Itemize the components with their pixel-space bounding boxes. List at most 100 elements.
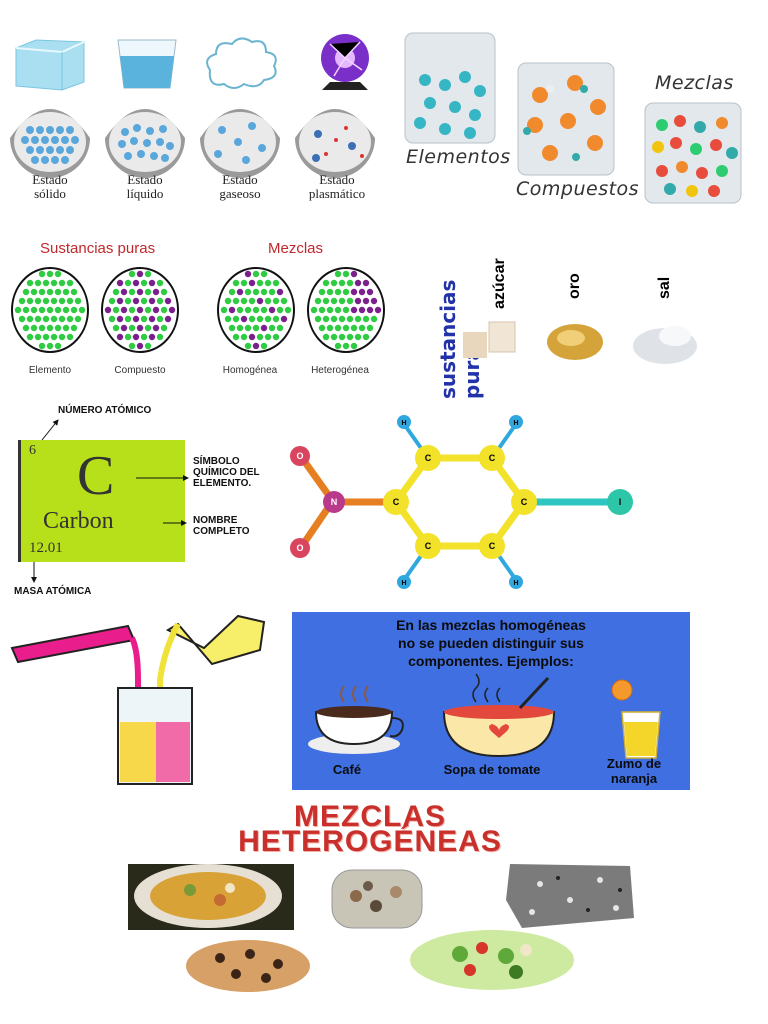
particle <box>334 306 342 314</box>
particle <box>322 297 330 305</box>
particle <box>62 324 70 332</box>
particle <box>232 297 240 305</box>
particle <box>18 315 26 323</box>
atom-C6: C <box>415 533 441 559</box>
particle <box>248 315 256 323</box>
particle <box>330 279 338 287</box>
particle <box>70 288 78 296</box>
particle <box>70 324 78 332</box>
particle <box>144 288 152 296</box>
particle <box>276 306 284 314</box>
particle <box>148 333 156 341</box>
particle <box>46 270 54 278</box>
atom-C2: C <box>415 445 441 471</box>
circle-homogenea <box>217 267 295 353</box>
particle <box>34 297 42 305</box>
particle <box>160 288 168 296</box>
particle <box>34 315 42 323</box>
particle <box>366 324 374 332</box>
soup-bowl-icon <box>442 673 556 758</box>
heading-sustancias-puras: Sustancias puras <box>40 240 156 257</box>
particle <box>260 306 268 314</box>
label-heterogenea: Heterogénea <box>311 365 369 376</box>
particle <box>362 297 370 305</box>
particle <box>370 315 378 323</box>
particle <box>256 333 264 341</box>
label-sopa: Sopa de tomate <box>443 762 541 777</box>
state-label-plasma: Estado plasmático <box>308 172 366 201</box>
heading-mezclas: Mezclas <box>268 240 324 257</box>
particle <box>330 315 338 323</box>
salt-pile-icon <box>633 326 697 364</box>
particle <box>228 288 236 296</box>
salad-photo <box>410 930 574 990</box>
particle <box>116 315 124 323</box>
particle <box>30 306 38 314</box>
particle <box>244 324 252 332</box>
particle <box>322 279 330 287</box>
particle <box>346 315 354 323</box>
particle <box>338 297 346 305</box>
heterogeneous-title-1: MEZCLAS <box>294 800 446 833</box>
particle <box>350 270 358 278</box>
particle <box>46 342 54 350</box>
heterogeneous-title-2: HETEROGÉNEAS <box>238 825 502 858</box>
particle <box>156 297 164 305</box>
particle <box>350 288 358 296</box>
particle <box>232 315 240 323</box>
atom-H2: H <box>509 415 523 429</box>
particle <box>46 306 54 314</box>
particle <box>54 342 62 350</box>
particle <box>252 270 260 278</box>
particle <box>42 333 50 341</box>
particle <box>116 279 124 287</box>
particle <box>232 333 240 341</box>
heterogeneous-images <box>120 860 650 1000</box>
label-name: NOMBRE COMPLETO <box>193 515 250 537</box>
particle <box>354 333 362 341</box>
particle <box>160 324 168 332</box>
particle <box>66 297 74 305</box>
particle <box>342 306 350 314</box>
test-tube-pink-icon <box>10 624 136 664</box>
particle <box>66 315 74 323</box>
particle <box>240 333 248 341</box>
particle <box>78 306 86 314</box>
particle <box>260 342 268 350</box>
label-homogenea: Homogénea <box>222 365 278 376</box>
coffee-cup-icon <box>308 685 404 754</box>
particle <box>358 306 366 314</box>
plasma-particles <box>295 109 375 178</box>
particle <box>276 288 284 296</box>
particle <box>244 306 252 314</box>
particle <box>236 306 244 314</box>
particle <box>342 288 350 296</box>
atom-I: I <box>607 489 633 515</box>
particle <box>124 279 132 287</box>
atom-O-bottom: O <box>290 538 310 558</box>
particle <box>120 288 128 296</box>
particle <box>120 324 128 332</box>
particle <box>374 306 382 314</box>
particle <box>22 288 30 296</box>
particle <box>58 333 66 341</box>
particle <box>50 297 58 305</box>
particle <box>26 315 34 323</box>
particle <box>342 324 350 332</box>
particle <box>50 315 58 323</box>
label-symbol: SÍMBOLO QUÍMICO DEL ELEMENTO. <box>193 456 260 489</box>
beakers-illustration <box>400 25 750 215</box>
atom-O-top: O <box>290 446 310 466</box>
particle <box>354 297 362 305</box>
particle <box>260 288 268 296</box>
particle <box>362 279 370 287</box>
particle <box>168 306 176 314</box>
particle <box>280 297 288 305</box>
particle <box>112 324 120 332</box>
homogeneous-panel: En las mezclas homogéneas no se pueden d… <box>292 612 690 790</box>
particle <box>224 297 232 305</box>
label-compuesto: Compuesto <box>114 365 166 376</box>
atom-H3: H <box>397 575 411 589</box>
particle <box>272 315 280 323</box>
particle <box>244 342 252 350</box>
